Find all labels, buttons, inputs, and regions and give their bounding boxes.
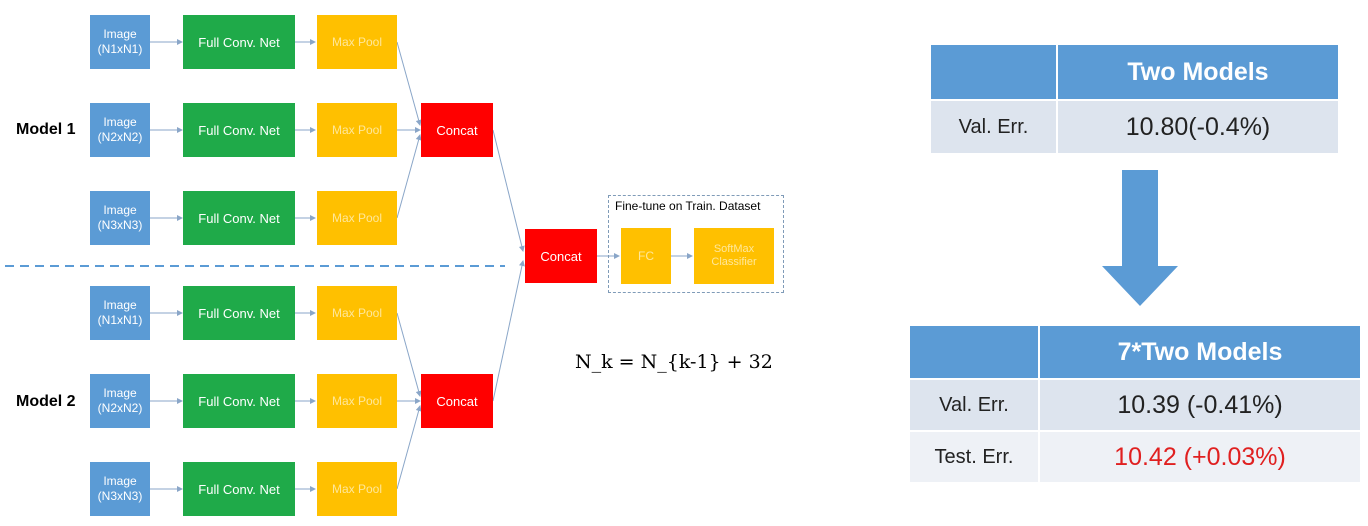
conv-net-box: Full Conv. Net [183,286,295,340]
arrow-line [396,41,422,126]
table-header: 7*Two Models [1040,326,1360,378]
row-label: Test. Err. [910,432,1038,482]
max-pool-box: Max Pool [317,286,397,340]
concat-box-final: Concat [525,229,597,283]
formula-text: N_k = N_{k-1} + 32 [575,351,773,373]
table-header: Two Models [1058,45,1338,99]
image-label: Image [103,386,137,400]
arrow-line [396,312,422,397]
row-value: 10.39 (-0.41%) [1040,380,1360,430]
row-label: Val. Err. [910,380,1038,430]
results-table-seven-two-models: 7*Two Models Val. Err. 10.39 (-0.41%) Te… [908,324,1362,484]
concat-box-model2: Concat [421,374,493,428]
image-input-box: Image (N2xN2) [90,103,150,157]
arrow-line [396,405,422,490]
image-label: Image [103,115,137,129]
image-size: (N3xN3) [97,218,143,232]
max-pool-box: Max Pool [317,103,397,157]
max-pool-box: Max Pool [317,374,397,428]
image-size: (N2xN2) [97,130,143,144]
row-value: 10.80(-0.4%) [1058,101,1338,153]
image-input-box: Image (N1xN1) [90,286,150,340]
model1-label: Model 1 [16,121,76,138]
softmax-box: SoftMax Classifier [694,228,774,284]
image-size: (N2xN2) [97,401,143,415]
table-header-empty [910,326,1038,378]
image-input-box: Image (N1xN1) [90,15,150,69]
image-input-box: Image (N3xN3) [90,191,150,245]
image-label: Image [103,203,137,217]
row-label: Val. Err. [931,101,1056,153]
image-size: (N3xN3) [97,489,143,503]
image-label: Image [103,474,137,488]
finetune-title: Fine-tune on Train. Dataset [615,199,761,213]
conv-net-box: Full Conv. Net [183,462,295,516]
table-header-empty [931,45,1056,99]
image-input-box: Image (N3xN3) [90,462,150,516]
results-table-two-models: Two Models Val. Err. 10.80(-0.4%) [929,43,1340,155]
conv-net-box: Full Conv. Net [183,15,295,69]
arrow-line [492,129,525,252]
image-label: Image [103,27,137,41]
down-arrow-icon [1102,170,1178,306]
image-input-box: Image (N2xN2) [90,374,150,428]
row-value-highlight: 10.42 (+0.03%) [1040,432,1360,482]
arrow-line [396,134,422,219]
model2-label: Model 2 [16,393,76,410]
fc-box: FC [621,228,671,284]
conv-net-box: Full Conv. Net [183,191,295,245]
formula: N_k = N_{k-1} + 32 [575,351,773,373]
image-size: (N1xN1) [97,313,143,327]
arrow-line [492,260,525,402]
max-pool-box: Max Pool [317,462,397,516]
max-pool-box: Max Pool [317,191,397,245]
conv-net-box: Full Conv. Net [183,103,295,157]
max-pool-box: Max Pool [317,15,397,69]
conv-net-box: Full Conv. Net [183,374,295,428]
image-size: (N1xN1) [97,42,143,56]
image-label: Image [103,298,137,312]
finetune-frame [608,195,784,293]
concat-box-model1: Concat [421,103,493,157]
